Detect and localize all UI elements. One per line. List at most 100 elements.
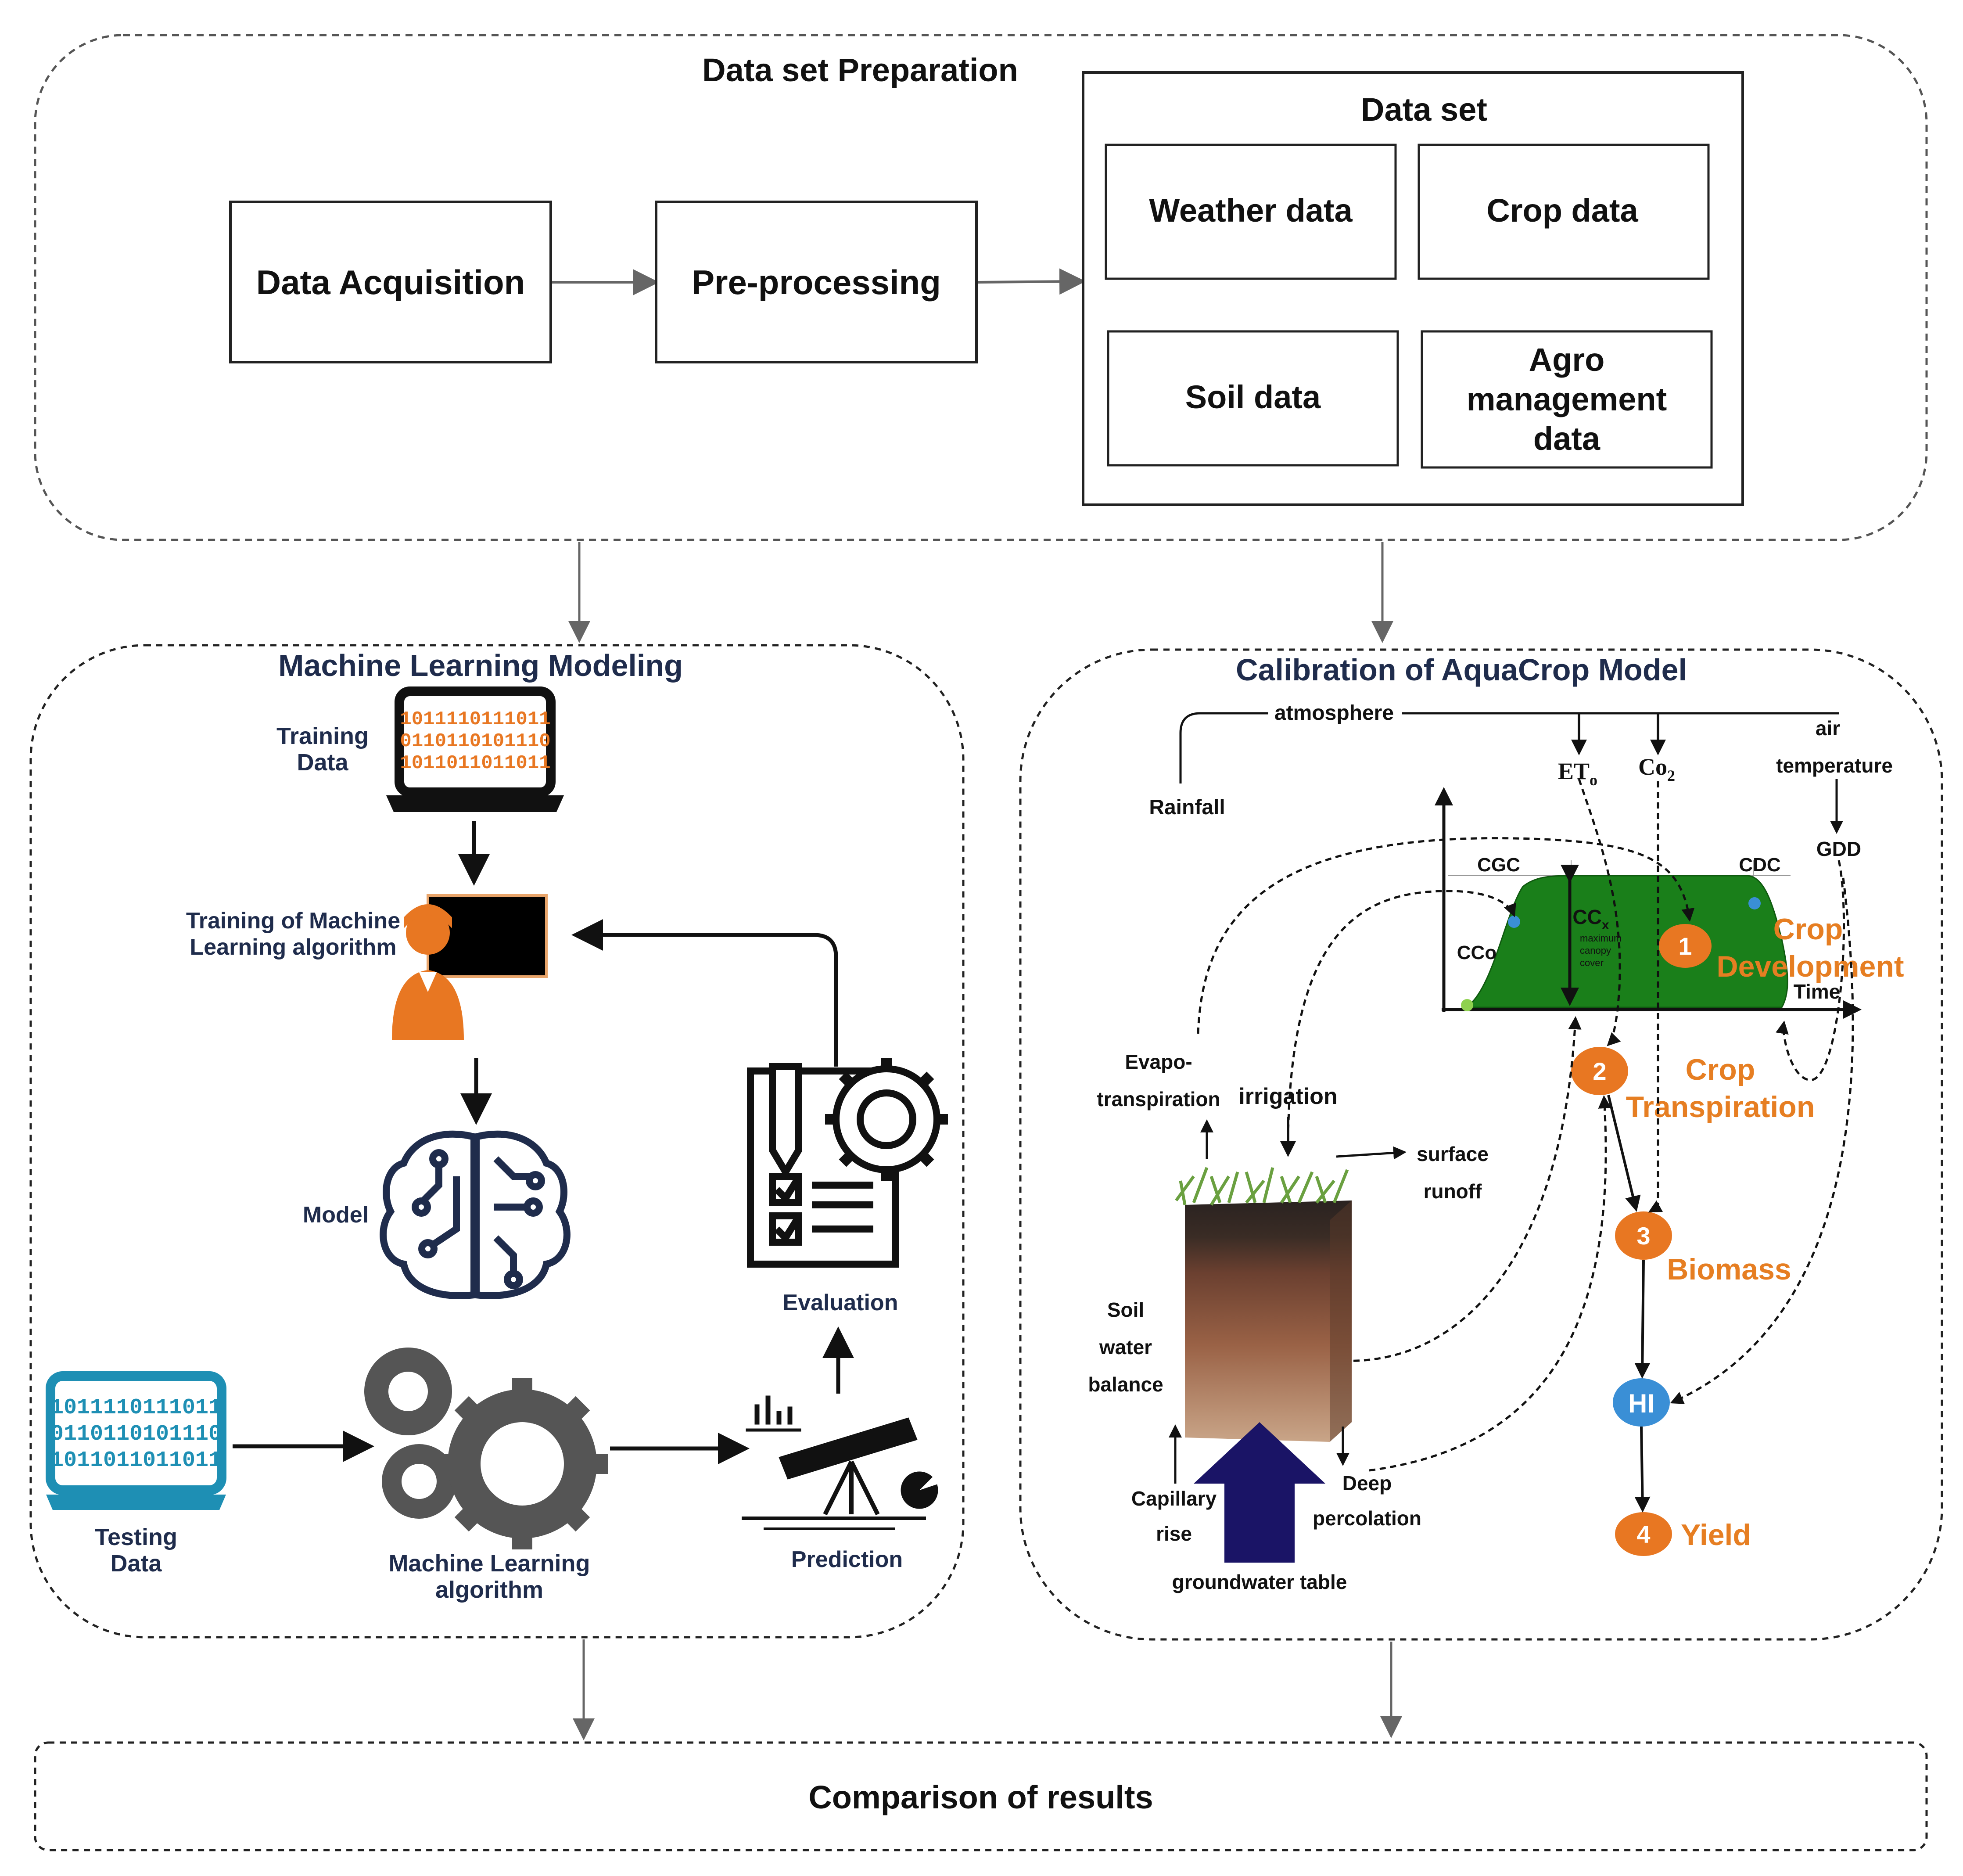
air-label-2: temperature [1776, 754, 1893, 777]
evapo-label-2: transpiration [1097, 1088, 1220, 1111]
training-data-label-2: Data [297, 749, 348, 776]
data-acquisition-box: Data Acquisition [229, 201, 552, 363]
arrow-hi-to-4 [1634, 1426, 1651, 1513]
soil-water-label-3: balance [1088, 1373, 1163, 1396]
agro-label-line2: management [1467, 381, 1667, 417]
surface-label-2: runoff [1424, 1180, 1482, 1203]
arrow-3-to-hi [1634, 1259, 1651, 1379]
irrigation-label: irrigation [1238, 1084, 1337, 1109]
training-alg-label-2: Learning algorithm [190, 934, 397, 960]
ccx-note-1: maximum [1580, 933, 1622, 944]
ml-title: Machine Learning Modeling [278, 648, 683, 683]
soil-data-label: Soil data [1185, 379, 1321, 415]
surface-label-1: surface [1417, 1143, 1489, 1165]
data-acquisition-label: Data Acquisition [256, 263, 525, 302]
arrow-preprocessing-to-dataset [977, 268, 1086, 295]
training-alg-label-1: Training of Machine [186, 908, 400, 934]
aquacrop-title: Calibration of AquaCrop Model [1236, 653, 1687, 687]
prep-title: Data set Preparation [702, 52, 1018, 88]
testing-data-laptop-icon: 1011110111011 0110110101110 101101101101… [46, 1371, 226, 1510]
crop-transpiration-label-2: Transpiration [1626, 1090, 1815, 1124]
gears-icon [364, 1348, 608, 1549]
comparison-label: Comparison of results [808, 1779, 1153, 1815]
cco-label: CCo [1457, 942, 1496, 963]
preprocessing-box: Pre-processing [655, 201, 978, 363]
training-data-label-1: Training [276, 723, 369, 749]
preprocessing-label: Pre-processing [692, 263, 941, 302]
evaluation-label: Evaluation [783, 1290, 898, 1315]
deep-label-2: percolation [1313, 1507, 1421, 1530]
model-label: Model [303, 1202, 369, 1228]
deep-label-1: Deep [1342, 1472, 1392, 1495]
yield-label: Yield [1681, 1518, 1751, 1552]
crop-development-label-2: Development [1717, 950, 1904, 983]
evaluation-icon [747, 1058, 948, 1268]
data-set-preparation-panel: Data set Preparation Data Acquisition Pr… [34, 34, 1928, 541]
biomass-label: Biomass [1667, 1253, 1791, 1286]
weather-data-box [1105, 144, 1397, 280]
soil-water-label-2: water [1099, 1336, 1152, 1358]
training-binary-3: 1011011011011 [400, 752, 550, 774]
agro-label-line1: Agro [1529, 341, 1605, 378]
dataset-box: Data set Weather data Crop data Soil dat… [1082, 71, 1744, 506]
air-label-1: air [1816, 717, 1840, 740]
atmosphere-label: atmosphere [1274, 701, 1394, 725]
testing-binary-3: 1011011011011 [50, 1448, 222, 1473]
node-1: 1 [1659, 924, 1712, 968]
testing-binary-1: 1011110111011 [50, 1395, 222, 1420]
testing-data-label-2: Data [110, 1550, 162, 1577]
node-2-label: 2 [1593, 1057, 1606, 1085]
brain-model-icon [380, 1130, 571, 1299]
testing-binary-2: 0110110101110 [50, 1422, 222, 1447]
evapo-label-1: Evapo- [1125, 1050, 1192, 1073]
cgc-label: CGC [1477, 854, 1520, 876]
atmosphere-rainfall-line [1179, 712, 1268, 783]
arrow-2-to-3 [1607, 1095, 1641, 1212]
crop-development-label-1: Crop [1773, 913, 1843, 946]
time-label: Time [1794, 980, 1841, 1003]
node-hi: HI [1613, 1378, 1670, 1427]
crop-data-box [1418, 144, 1710, 280]
eto-label: ETo [1558, 758, 1597, 789]
crop-transpiration-label-1: Crop [1686, 1053, 1755, 1086]
soil-profile-image [1175, 1167, 1352, 1442]
node-3-label: 3 [1636, 1222, 1650, 1250]
node-2: 2 [1571, 1047, 1628, 1095]
trainer-icon [392, 894, 548, 1040]
telescope-prediction-icon [742, 1395, 939, 1530]
node-3: 3 [1615, 1211, 1672, 1260]
hi-label: HI [1628, 1389, 1654, 1418]
testing-data-label-1: Testing [95, 1524, 177, 1550]
groundwater-arrow-icon [1194, 1422, 1325, 1563]
arrow-evaluation-to-training [571, 919, 838, 1067]
rainfall-label: Rainfall [1149, 796, 1225, 819]
soil-water-label-1: Soil [1107, 1298, 1144, 1321]
node-4: 4 [1615, 1512, 1672, 1556]
node-1-label: 1 [1678, 932, 1692, 960]
crop-data-label: Crop data [1486, 192, 1638, 229]
ml-algorithm-label-2: algorithm [435, 1577, 543, 1603]
node-4-label: 4 [1636, 1520, 1650, 1548]
co2-label: Co2 [1638, 754, 1675, 784]
capillary-label-1: Capillary [1131, 1487, 1217, 1510]
groundwater-label: groundwater table [1172, 1571, 1347, 1593]
training-binary-1: 1011110111011 [400, 708, 550, 730]
ccx-note-2: canopy [1580, 945, 1611, 956]
ml-modeling-panel: Machine Learning Modeling 1011110111011 … [29, 644, 965, 1639]
prediction-label: Prediction [791, 1547, 903, 1572]
training-binary-2: 0110110101110 [400, 730, 550, 752]
arrow-surface-runoff [1336, 1146, 1407, 1160]
agro-management-data-box [1421, 330, 1713, 469]
cdc-label: CDC [1739, 854, 1780, 876]
training-data-laptop-icon: 1011110111011 0110110101110 101101101101… [386, 686, 564, 812]
agro-label-line3: data [1533, 420, 1601, 457]
ccx-label: CCx [1572, 906, 1609, 932]
dataset-title: Data set [1361, 91, 1487, 128]
ccx-note-3: cover [1580, 957, 1604, 968]
capillary-label-2: rise [1156, 1522, 1192, 1545]
gdd-label: GDD [1816, 837, 1861, 860]
canopy-chart [1435, 787, 1862, 1019]
aquacrop-panel: Calibration of AquaCrop Model atmosphere… [1019, 648, 1943, 1641]
canopy-cover-area [1463, 875, 1788, 1008]
